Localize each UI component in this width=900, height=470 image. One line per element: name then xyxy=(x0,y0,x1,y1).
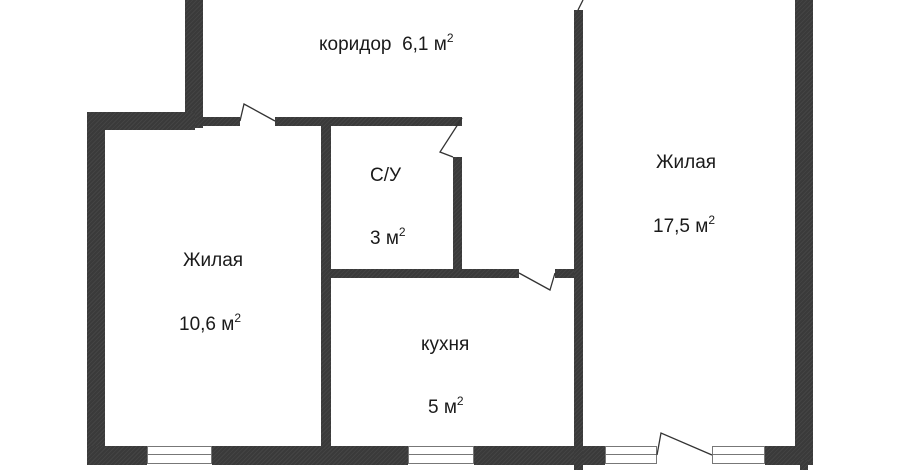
window-kitchen xyxy=(408,446,474,464)
area-unit-sup: 2 xyxy=(708,213,716,227)
wall-outer-left xyxy=(87,112,105,465)
area-unit-sup: 2 xyxy=(456,394,464,408)
wall-stub-bottom-center xyxy=(574,460,583,470)
room-label-living-right-name: Жилая xyxy=(656,152,716,174)
wall-outer-right xyxy=(795,0,813,465)
room-label-bathroom-name: С/У xyxy=(370,165,401,187)
wall-corridor-left xyxy=(185,0,203,128)
wall-divider-left-kitchen xyxy=(321,117,331,449)
room-label-living-right-area: 17,5 м2 xyxy=(653,213,715,238)
window-right-room-b xyxy=(712,446,765,464)
wall-bathroom-right xyxy=(453,157,462,275)
door-balcony-icon xyxy=(656,432,713,456)
door-kitchen-icon xyxy=(518,272,556,291)
wall-left-room-top-a xyxy=(195,117,240,126)
room-area: 3 м xyxy=(370,228,399,249)
room-label-kitchen-name: кухня xyxy=(421,334,469,356)
room-area: 6,1 м xyxy=(402,34,447,55)
room-label-living-left-area: 10,6 м2 xyxy=(179,311,241,336)
room-area: 10,6 м xyxy=(179,314,235,335)
room-name: кухня xyxy=(421,334,470,355)
wall-left-room-top-thick xyxy=(87,112,195,130)
wall-center-vertical xyxy=(574,10,583,470)
door-bathroom-icon xyxy=(439,117,463,158)
wall-stub-bottom-right xyxy=(800,460,808,470)
area-unit-sup: 2 xyxy=(234,311,242,325)
room-label-corridor: коридор 6,1 м2 xyxy=(319,31,454,56)
room-name: коридор xyxy=(319,34,392,55)
window-left-room xyxy=(147,446,212,464)
window-right-room-a xyxy=(605,446,657,464)
wall-kitchen-top-b xyxy=(555,269,580,278)
wall-outer-bottom-a xyxy=(87,446,147,465)
room-name: Жилая xyxy=(183,250,244,271)
room-name: С/У xyxy=(370,165,402,186)
room-label-living-left-name: Жилая xyxy=(183,250,243,272)
wall-outer-bottom-b xyxy=(212,446,408,465)
room-label-kitchen-area: 5 м2 xyxy=(428,394,464,419)
room-area: 17,5 м xyxy=(653,216,709,237)
room-name: Жилая xyxy=(656,152,717,173)
room-area: 5 м xyxy=(428,397,457,418)
wall-kitchen-top-a xyxy=(321,269,519,278)
wall-outer-bottom-c xyxy=(474,446,605,465)
area-unit-sup: 2 xyxy=(446,31,454,45)
door-right-room-icon xyxy=(577,0,584,11)
wall-left-room-top-b xyxy=(275,117,462,126)
area-unit-sup: 2 xyxy=(398,225,406,239)
room-label-bathroom-area: 3 м2 xyxy=(370,225,406,250)
door-left-room-icon xyxy=(239,103,276,122)
